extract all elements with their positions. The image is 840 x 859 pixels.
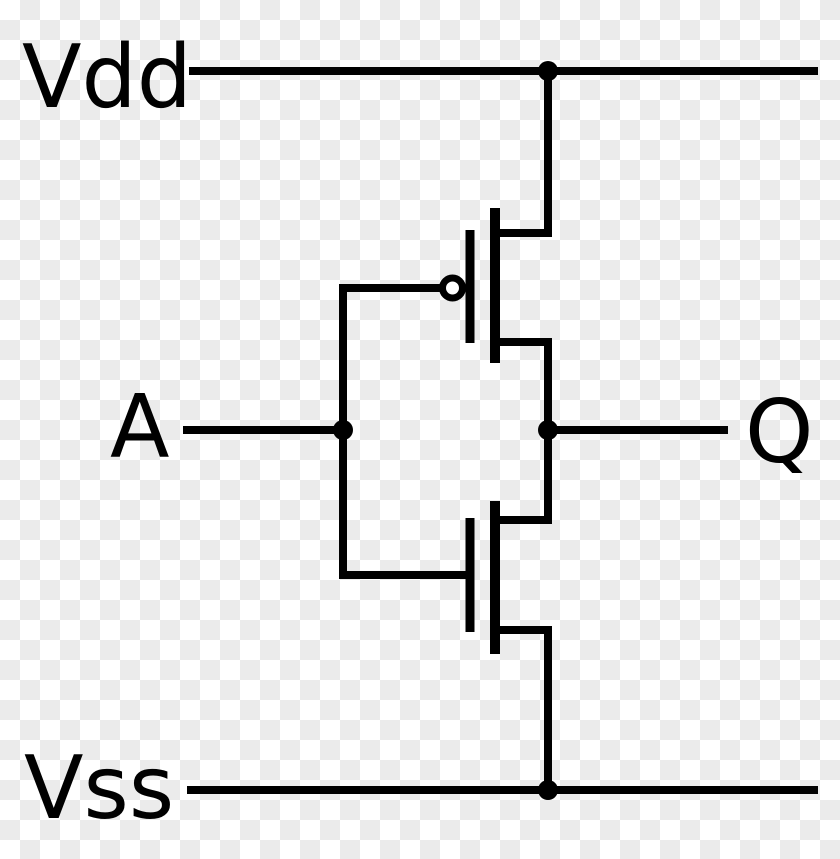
output-q-label: Q: [745, 381, 813, 483]
gate-junction-dot: [333, 420, 353, 440]
vss-label: Vss: [24, 737, 174, 839]
nmos-source-wire: [495, 626, 552, 790]
vss-junction-dot: [538, 780, 558, 800]
gate-net-wire: [339, 284, 470, 579]
output-junction-dot: [538, 420, 558, 440]
vdd-junction-dot: [538, 61, 558, 81]
pmos-source-wire: [495, 71, 552, 237]
vdd-label: Vdd: [22, 26, 192, 128]
pmos-gate-bubble-icon: [439, 274, 466, 302]
input-a-label: A: [110, 376, 170, 478]
